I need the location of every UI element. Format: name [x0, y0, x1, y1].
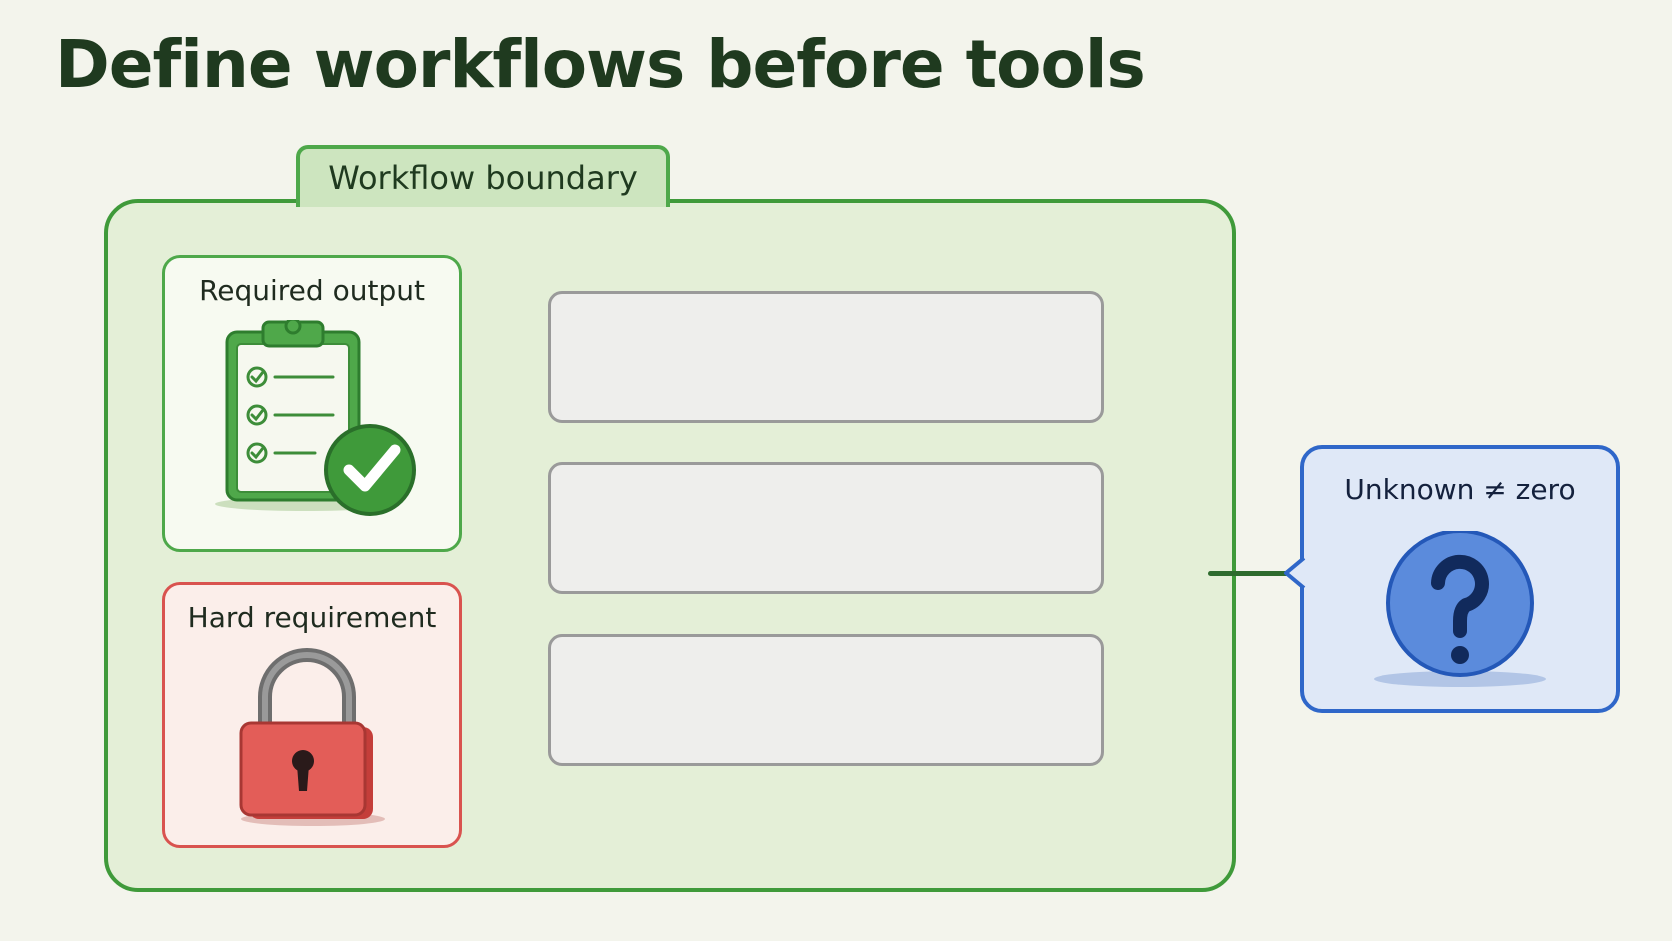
connector-line	[1208, 571, 1304, 576]
hard-requirement-label: Hard requirement	[187, 601, 437, 634]
unknown-not-zero-card: Unknown ≠ zero	[1300, 445, 1620, 713]
page-title: Define workflows before tools	[55, 26, 1146, 103]
speech-pointer	[1284, 556, 1306, 590]
question-mark-icon	[1374, 531, 1546, 687]
padlock-icon	[239, 648, 385, 826]
empty-step-box-1	[548, 291, 1104, 423]
empty-step-box-3	[548, 634, 1104, 766]
required-output-card: Required output	[162, 255, 462, 552]
hard-requirement-card: Hard requirement	[162, 582, 462, 848]
empty-step-box-2	[548, 462, 1104, 594]
clipboard-checklist-icon	[215, 320, 416, 516]
required-output-label: Required output	[199, 274, 425, 307]
unknown-not-zero-label: Unknown ≠ zero	[1344, 473, 1576, 506]
workflow-boundary-label: Workflow boundary	[296, 145, 670, 207]
